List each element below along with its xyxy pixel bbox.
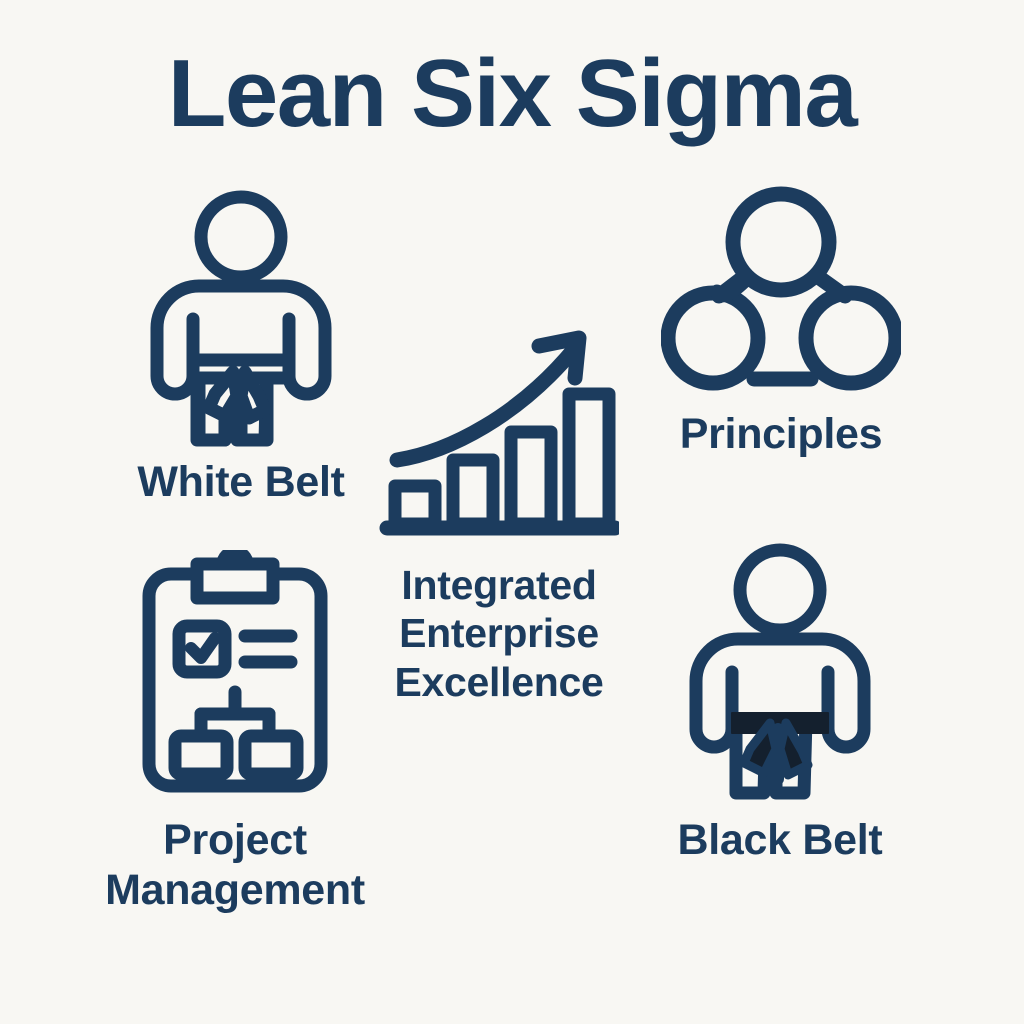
three-circle-network-icon xyxy=(661,186,901,398)
item-integrated-enterprise-excellence[interactable]: Integrated Enterprise Excellence xyxy=(364,320,634,706)
item-black-belt[interactable]: Black Belt xyxy=(630,540,930,864)
item-label-black-belt: Black Belt xyxy=(677,816,883,864)
person-white-belt-icon xyxy=(141,190,341,452)
label-line-2: Enterprise xyxy=(399,610,599,657)
person-black-belt-icon xyxy=(680,540,880,808)
label-line-2: Management xyxy=(105,865,365,914)
item-label-project-management: Project Management xyxy=(105,816,365,916)
label-line-1: Project xyxy=(163,816,307,864)
item-project-management[interactable]: Project Management xyxy=(80,550,390,916)
page-title: Lean Six Sigma xyxy=(167,40,858,147)
label-line-1: Integrated xyxy=(401,562,597,608)
item-label-integrated-enterprise-excellence: Integrated Enterprise Excellence xyxy=(395,561,604,706)
growth-bar-chart-arrow-icon xyxy=(379,320,619,545)
item-white-belt[interactable]: White Belt xyxy=(96,190,386,506)
item-principles[interactable]: Principles xyxy=(636,186,926,458)
item-label-white-belt: White Belt xyxy=(137,458,345,506)
label-line-3: Excellence xyxy=(394,658,604,705)
item-label-principles: Principles xyxy=(679,410,883,458)
clipboard-checklist-hierarchy-icon xyxy=(135,550,335,798)
